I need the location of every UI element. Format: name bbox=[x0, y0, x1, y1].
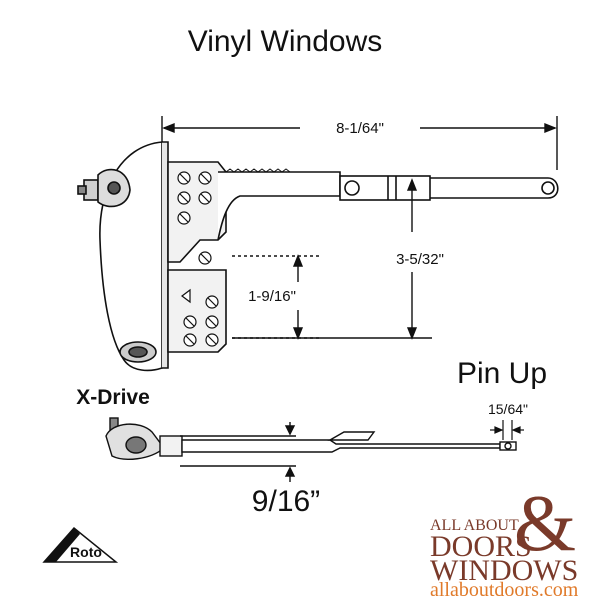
pin-orientation-label: Pin Up bbox=[457, 357, 547, 390]
roto-logo: Roto bbox=[42, 526, 119, 563]
store-url: allaboutdoors.com bbox=[430, 579, 579, 600]
store-line1: ALL ABOUT bbox=[430, 517, 519, 534]
arm-height-dimension bbox=[232, 178, 432, 340]
operator-top-view bbox=[77, 141, 559, 372]
pin-offset-dimension bbox=[490, 420, 524, 440]
profile-height-label: 9/16” bbox=[252, 485, 320, 518]
operator-side-view bbox=[105, 417, 517, 460]
mount-height-label: 1-9/16" bbox=[248, 288, 296, 305]
store-ampersand: & bbox=[514, 480, 576, 568]
page-title: Vinyl Windows bbox=[188, 25, 383, 58]
roto-logo-text: Roto bbox=[70, 544, 102, 560]
overall-length-label: 8-1/64" bbox=[336, 120, 384, 137]
drive-type-label: X-Drive bbox=[76, 386, 150, 409]
store-line3: WINDOWS bbox=[430, 554, 578, 587]
crank-stub-icon bbox=[77, 168, 131, 208]
profile-height-dimension bbox=[180, 422, 296, 482]
store-logo: ALL ABOUT & DOORS WINDOWS allaboutdoors.… bbox=[430, 480, 579, 600]
store-line2: DOORS bbox=[430, 530, 532, 563]
arm-height-label: 3-5/32" bbox=[396, 251, 444, 268]
screw-icons bbox=[177, 171, 219, 347]
overall-length-dimension bbox=[161, 116, 558, 170]
mount-height-dimension bbox=[232, 254, 320, 340]
pin-offset-label: 15/64" bbox=[488, 401, 528, 417]
